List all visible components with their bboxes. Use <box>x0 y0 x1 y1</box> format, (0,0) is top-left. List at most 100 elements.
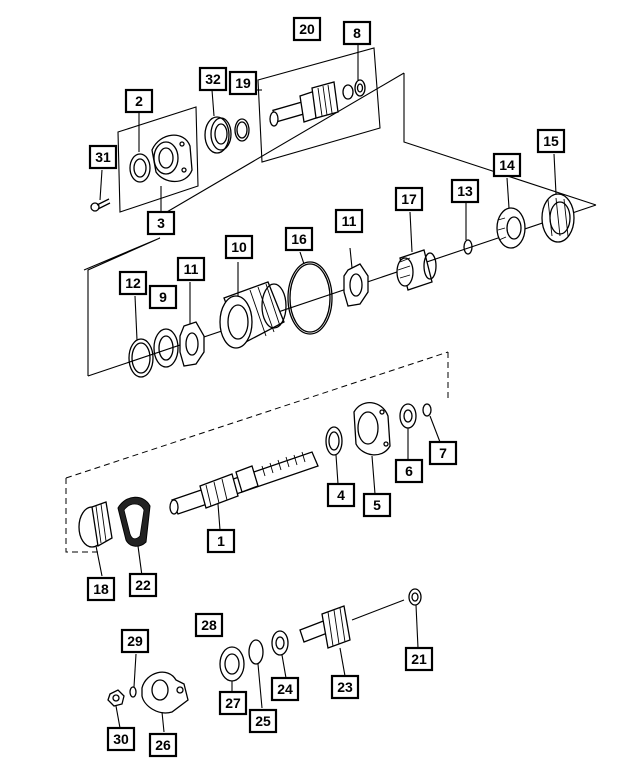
part-gear-hub <box>396 249 437 291</box>
callout-28: 28 <box>194 612 224 638</box>
part-nut <box>107 689 125 707</box>
callout-30: 30 <box>106 726 136 752</box>
svg-text:28: 28 <box>201 617 217 633</box>
part-main-shaft <box>169 451 319 515</box>
callout-29: 29 <box>120 628 150 654</box>
svg-text:1: 1 <box>217 533 225 549</box>
svg-text:6: 6 <box>405 463 413 479</box>
part-bolt <box>90 198 111 212</box>
part-plate-9 <box>153 328 179 368</box>
callout-23: 23 <box>330 674 360 700</box>
part-tabbed-plate-11a <box>179 321 205 367</box>
part-snap-ring-12 <box>128 338 154 378</box>
callout-20: 20 <box>292 16 322 42</box>
callout-7: 7 <box>428 440 458 466</box>
callout-22: 22 <box>128 572 158 598</box>
callout-4: 4 <box>326 482 356 508</box>
callout-31: 31 <box>88 144 118 170</box>
group-box-clutch-assembly-right <box>403 73 597 206</box>
group-box-clutch-assembly-left <box>83 237 161 376</box>
callout-32: 32 <box>198 66 228 92</box>
svg-text:9: 9 <box>159 289 167 305</box>
svg-text:13: 13 <box>457 183 473 199</box>
callout-11-left: 11 <box>176 256 206 282</box>
part-ring-25 <box>248 639 264 665</box>
svg-text:14: 14 <box>499 157 515 173</box>
part-snap-ring-32 <box>234 118 250 142</box>
callout-19: 19 <box>228 70 258 96</box>
callout-6: 6 <box>394 458 424 484</box>
part-carrier <box>353 402 391 456</box>
group-box-mainshaft-top <box>65 351 449 479</box>
group-outlines <box>65 47 597 553</box>
svg-text:31: 31 <box>95 149 111 165</box>
svg-text:24: 24 <box>277 681 293 697</box>
svg-text:18: 18 <box>93 581 109 597</box>
callout-14: 14 <box>492 152 522 178</box>
callout-2: 2 <box>124 88 154 114</box>
part-pilot-bearing <box>408 588 422 606</box>
svg-text:17: 17 <box>401 191 417 207</box>
part-washer-8 <box>342 79 366 100</box>
svg-text:3: 3 <box>157 215 165 231</box>
part-bearing-32 <box>204 116 232 154</box>
part-thrust-washer <box>325 426 343 456</box>
svg-text:21: 21 <box>411 651 427 667</box>
part-washer-29 <box>129 686 137 698</box>
svg-text:20: 20 <box>299 21 315 37</box>
part-seal-27 <box>219 646 245 682</box>
callout-26: 26 <box>148 732 178 758</box>
group-box-front-retainer <box>117 106 199 213</box>
callout-18: 18 <box>86 576 116 602</box>
svg-text:16: 16 <box>291 231 307 247</box>
callout-8: 8 <box>342 20 372 46</box>
svg-text:32: 32 <box>205 71 221 87</box>
group-box-clutch-assembly <box>159 72 405 217</box>
svg-text:2: 2 <box>135 93 143 109</box>
parts <box>78 79 575 714</box>
leader-lines <box>95 44 557 733</box>
part-clutch-drum <box>219 281 287 349</box>
svg-text:23: 23 <box>337 679 353 695</box>
callout-1: 1 <box>206 528 236 554</box>
part-seal <box>129 153 151 183</box>
part-bearing-24 <box>271 630 289 656</box>
svg-text:29: 29 <box>127 633 143 649</box>
callout-16: 16 <box>284 226 314 252</box>
part-drive-chain <box>117 496 151 547</box>
svg-text:30: 30 <box>113 731 129 747</box>
callout-9: 9 <box>148 284 178 310</box>
callout-24: 24 <box>270 676 300 702</box>
svg-text:25: 25 <box>255 713 271 729</box>
part-retainer-housing <box>151 134 193 183</box>
callout-27: 27 <box>218 690 248 716</box>
svg-text:12: 12 <box>125 275 141 291</box>
svg-text:7: 7 <box>439 445 447 461</box>
svg-text:15: 15 <box>543 133 559 149</box>
part-gear-14 <box>496 207 526 249</box>
callout-13: 13 <box>450 178 480 204</box>
part-output-shaft <box>269 81 339 127</box>
group-box-mainshaft <box>65 478 100 553</box>
part-bearing-6 <box>399 403 417 429</box>
callout-11-right: 11 <box>334 208 364 234</box>
svg-text:27: 27 <box>225 695 241 711</box>
svg-text:5: 5 <box>373 497 381 513</box>
callout-3: 3 <box>146 210 176 236</box>
svg-text:26: 26 <box>155 737 171 753</box>
callout-15: 15 <box>536 128 566 154</box>
callout-5: 5 <box>362 492 392 518</box>
callout-17: 17 <box>394 186 424 212</box>
svg-text:11: 11 <box>342 213 357 229</box>
svg-text:22: 22 <box>135 577 151 593</box>
part-synchro-sleeve <box>541 193 575 243</box>
svg-text:11: 11 <box>184 261 199 277</box>
part-yoke <box>141 671 189 714</box>
callout-21: 21 <box>404 646 434 672</box>
svg-text:19: 19 <box>235 75 251 91</box>
callout-25: 25 <box>248 708 278 734</box>
group-box-output-shaft <box>257 47 381 163</box>
part-tabbed-plate-11b <box>343 263 369 307</box>
part-small-ring-13 <box>463 239 473 255</box>
